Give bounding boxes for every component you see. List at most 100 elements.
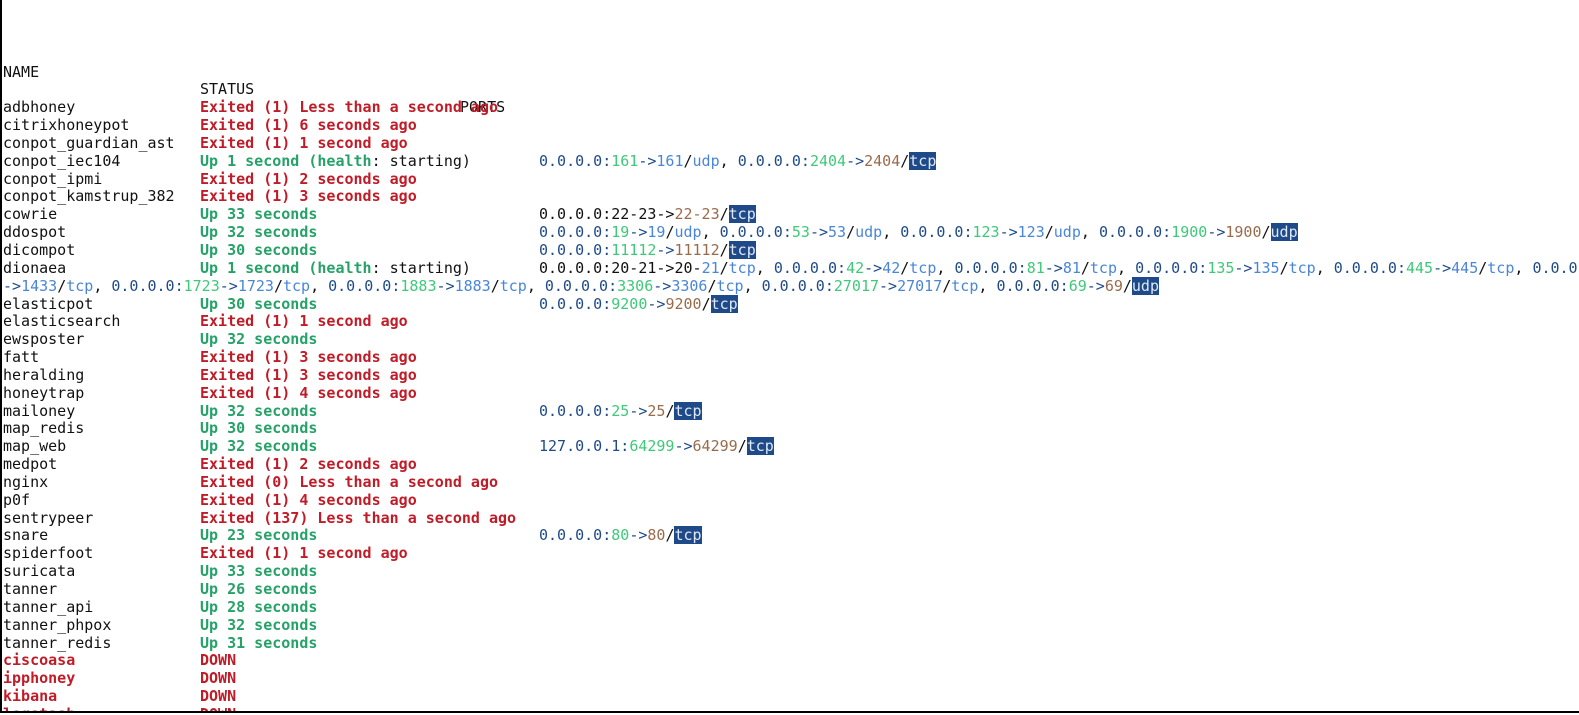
port-segment: , <box>526 276 545 295</box>
port-segment: 445 <box>1451 258 1479 277</box>
port-segment: , <box>936 258 955 277</box>
container-name: elasticpot <box>3 294 94 313</box>
container-name: tanner_phpox <box>3 615 112 634</box>
port-segment: 1723 <box>237 276 274 295</box>
port-segment: 42 <box>846 258 865 277</box>
container-status: Up 1 second (health: starting) <box>200 152 471 171</box>
port-segment: tcp <box>728 258 756 277</box>
container-name: conpot_iec104 <box>3 151 121 170</box>
port-segment: 2404 <box>864 151 901 170</box>
port-segment: 135 <box>1252 258 1280 277</box>
container-ports: 127.0.0.1:64299->64299/tcp <box>539 437 774 456</box>
port-segment: , <box>93 276 112 295</box>
port-segment: / <box>1122 276 1132 295</box>
container-name: suricata <box>3 562 76 581</box>
port-segment: / <box>719 205 729 224</box>
port-segment: / <box>846 223 856 242</box>
table-row: logstashDOWN <box>3 705 455 711</box>
port-segment: 0.0.0.0: <box>773 258 847 277</box>
port-segment: 3306 <box>671 276 708 295</box>
port-segment: / <box>719 258 729 277</box>
container-status: Exited (1) Less than a second ago <box>200 98 499 117</box>
container-name: dionaea <box>3 258 67 277</box>
port-segment: / <box>1080 258 1090 277</box>
port-segment: 11112 <box>674 240 720 259</box>
container-status: Exited (0) Less than a second ago <box>200 472 499 491</box>
port-segment: udp <box>855 223 883 242</box>
container-name: tanner_redis <box>3 633 112 652</box>
port-segment: 445 <box>1406 258 1434 277</box>
container-status: DOWN <box>200 687 237 706</box>
port-segment: tcp <box>716 276 744 295</box>
port-segment: tcp <box>1288 258 1316 277</box>
port-segment: tcp <box>728 205 756 224</box>
container-name: ewsposter <box>3 330 85 349</box>
port-segment: / <box>273 276 283 295</box>
port-segment: tcp <box>674 401 702 420</box>
container-status: Up 32 seconds <box>200 615 318 634</box>
port-segment: 0.0.0.0: <box>539 223 612 242</box>
port-segment: udp <box>1270 223 1298 242</box>
container-name: medpot <box>3 455 58 474</box>
port-segment: -> <box>1234 258 1253 277</box>
container-name: sentrypeer <box>3 508 94 527</box>
port-segment: 135 <box>1207 258 1235 277</box>
container-status: Exited (1) 1 second ago <box>200 133 408 152</box>
container-name: conpot_guardian_ast <box>3 133 175 152</box>
port-segment: 25 <box>611 401 630 420</box>
port-segment: , <box>1117 258 1136 277</box>
port-segment: , <box>1514 258 1533 277</box>
port-segment: -> <box>999 223 1018 242</box>
table-row: tanner_phpox Up 32 seconds <box>3 615 455 635</box>
container-name: ipphoney <box>3 669 76 688</box>
container-status: Exited (1) 1 second ago <box>200 312 408 331</box>
port-segment: 0.0.0.0: <box>539 294 612 313</box>
port-segment: / <box>900 151 910 170</box>
container-status: Up 32 seconds <box>200 437 318 456</box>
port-segment: 0.0.0.0: <box>761 276 834 295</box>
container-name: citrixhoneypot <box>3 116 130 135</box>
port-segment: tcp <box>909 258 937 277</box>
container-ports: 0.0.0.0:11112->11112/tcp <box>539 240 756 260</box>
port-segment: 53 <box>791 223 810 242</box>
port-segment: 42 <box>882 258 901 277</box>
port-segment: udp <box>692 151 720 170</box>
container-ports: 0.0.0.0:20-21->20-21/tcp, 0.0.0.0:42->42… <box>539 258 1578 278</box>
port-segment: udp <box>674 223 702 242</box>
container-status: Up 30 seconds <box>200 294 318 313</box>
port-segment: -> <box>219 276 238 295</box>
port-segment: 80 <box>611 526 630 545</box>
table-row: suricata Up 33 seconds <box>3 562 455 581</box>
port-segment: -> <box>1433 258 1452 277</box>
port-segment: / <box>665 401 675 420</box>
container-name: dicompot <box>3 240 76 259</box>
port-segment: 2404 <box>809 151 847 170</box>
container-status: Up 33 seconds <box>200 562 318 581</box>
header-status: STATUS <box>200 80 255 99</box>
port-segment: 0.0.0.0: <box>539 151 612 170</box>
container-ports: 0.0.0.0:80->80/tcp <box>539 526 702 545</box>
container-status: Up 28 seconds <box>200 597 318 616</box>
port-segment: -> <box>629 223 648 242</box>
container-status: Exited (1) 1 second ago <box>200 544 408 563</box>
container-ports: 0.0.0.0:9200->9200/tcp <box>539 294 738 314</box>
container-name: ddospot <box>3 223 67 242</box>
port-segment: 25 <box>647 401 666 420</box>
port-segment: / <box>737 437 747 456</box>
container-status: DOWN <box>200 651 237 670</box>
port-segment: 0.0.0.0: <box>544 276 618 295</box>
container-status: Exited (137) Less than a second ago <box>200 508 517 527</box>
port-segment: 0.0.0.0: <box>1098 223 1172 242</box>
port-segment: / <box>942 276 952 295</box>
